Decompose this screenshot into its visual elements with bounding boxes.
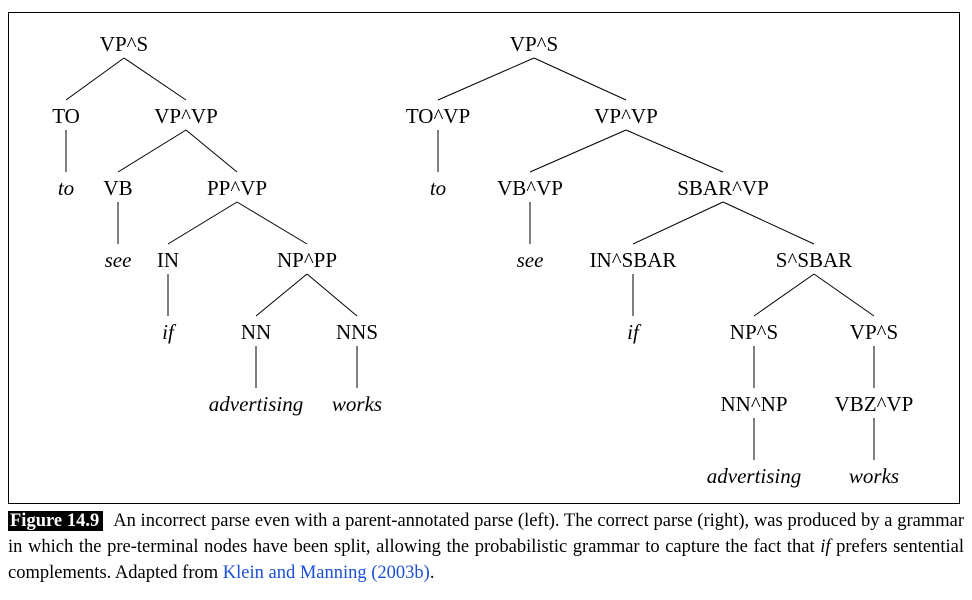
tree-node-r11: NP^S: [730, 320, 778, 344]
tree-edge-r1-r2: [437, 57, 535, 101]
tree-node-r7: SBAR^VP: [677, 176, 769, 200]
tree-node-l10: NP^PP: [277, 248, 337, 272]
tree-edge-r7-r10: [722, 201, 815, 245]
citation-link[interactable]: Klein and Manning (2003b): [222, 563, 430, 583]
leaf-word-r6: see: [517, 248, 544, 272]
tree-node-l11: NN: [241, 320, 271, 344]
tree-edge-l4-l7: [185, 129, 238, 173]
tree-node-r14: VP^S: [850, 320, 898, 344]
leaf-word-l9: if: [162, 320, 177, 344]
tree-edge-r1-r4: [533, 57, 627, 101]
tree-edge-r4-r7: [625, 129, 724, 173]
leaf-word-l12: advertising: [209, 392, 304, 416]
tree-node-r2: TO^VP: [406, 104, 470, 128]
leaf-word-r9: if: [627, 320, 642, 344]
tree-edge-r10-r11: [753, 273, 815, 317]
caption-text-part1: An incorrect parse even with a parent-an…: [8, 511, 965, 557]
tree-node-r12: NN^NP: [720, 392, 787, 416]
tree-node-r1: VP^S: [510, 32, 558, 56]
tree-edge-l4-l5: [117, 129, 187, 173]
caption-end: .: [429, 563, 435, 583]
tree-node-r10: S^SBAR: [776, 248, 852, 272]
tree-edges: [65, 57, 875, 460]
figure-number-tag: Figure 14.9: [8, 511, 104, 531]
tree-edge-l7-l8: [167, 201, 238, 245]
tree-edge-l1-l2: [65, 57, 125, 101]
tree-edge-l10-l11: [255, 273, 308, 317]
tree-node-l2: TO: [52, 104, 80, 128]
leaf-word-l6: see: [105, 248, 132, 272]
tree-edge-l1-l4: [123, 57, 187, 101]
tree-node-l8: IN: [157, 248, 179, 272]
caption-if-word: if: [820, 537, 831, 557]
tree-edge-r10-r14: [813, 273, 875, 317]
tree-node-r8: IN^SBAR: [590, 248, 677, 272]
tree-node-r5: VB^VP: [497, 176, 563, 200]
caption-text-part2: prefers sentential complements. Adapted …: [8, 537, 964, 583]
tree-node-l1: VP^S: [100, 32, 148, 56]
leaf-word-l14: works: [332, 392, 382, 416]
tree-node-l13: NNS: [336, 320, 378, 344]
tree-node-l5: VB: [103, 176, 132, 200]
tree-labels: VP^S TO to VP^VP VB see PP^VP IN if NP^PP NN advert…: [52, 32, 913, 488]
tree-edge-r7-r8: [632, 201, 724, 245]
figure-frame: [8, 12, 960, 504]
tree-node-r4: VP^VP: [594, 104, 658, 128]
tree-node-r15: VBZ^VP: [835, 392, 914, 416]
tree-node-l4: VP^VP: [154, 104, 218, 128]
tree-edge-l10-l13: [306, 273, 358, 317]
tree-node-l7: PP^VP: [207, 176, 267, 200]
tree-edge-r4-r5: [529, 129, 627, 173]
leaf-word-r16: works: [849, 464, 899, 488]
tree-edge-l7-l10: [236, 201, 308, 245]
leaf-word-r13: advertising: [707, 464, 802, 488]
leaf-word-l3: to: [58, 176, 74, 200]
leaf-word-r3: to: [430, 176, 446, 200]
